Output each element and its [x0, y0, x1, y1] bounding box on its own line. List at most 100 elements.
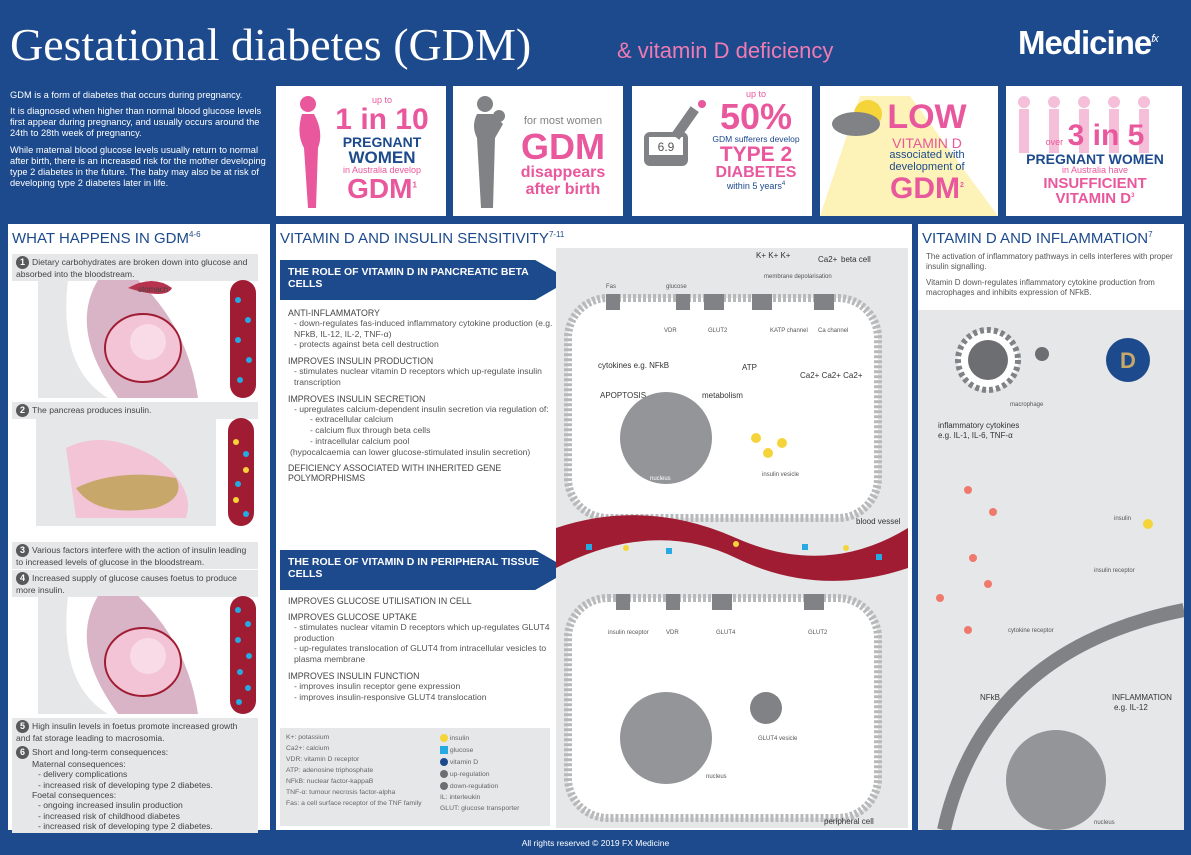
logo-text: Medicine	[1018, 24, 1152, 61]
section-title: VITAMIN D AND INSULIN SENSITIVITY	[280, 230, 549, 247]
down-regulation-icon	[440, 782, 448, 790]
maternal-item: - delivery complications	[38, 769, 128, 780]
glossary-item: up-regulation	[449, 770, 490, 778]
beta-cell-label: beta cell	[841, 255, 871, 264]
role-item: - improves insulin-responsive GLUT4 tran…	[294, 691, 487, 702]
stat-card-insufficient: over 3 in 5 PREGNANT WOMEN in Australia …	[1006, 86, 1182, 216]
role-heading: IMPROVES GLUCOSE UTILISATION IN CELL	[288, 596, 472, 606]
glut2-label: GLUT2	[708, 328, 728, 334]
foetal-item: - ongoing increased insulin production	[38, 800, 183, 811]
stat-ref: 3	[1131, 193, 1135, 200]
glossary-item: VDR: vitamin D receptor	[286, 756, 360, 763]
stat-big: 50%	[719, 96, 793, 137]
role-heading: IMPROVES GLUCOSE UPTAKE	[288, 612, 417, 622]
macrophage-label: macrophage	[1010, 402, 1044, 408]
stat-pre: for most women	[523, 115, 603, 127]
down-regulation-icon	[1035, 347, 1049, 361]
vitamin-d-swatch-icon	[440, 758, 448, 766]
stat-line: within 5 years	[726, 180, 782, 191]
cytokines-eg-label: e.g. IL-1, IL-6, TNF-α	[938, 431, 1013, 440]
pregnant-woman-icon	[299, 96, 321, 208]
role-item: - stimulates nuclear vitamin D receptors…	[294, 622, 550, 643]
step-text: High insulin levels in foetus promote in…	[16, 721, 238, 743]
footer: All rights reserved © 2019 FX Medicine	[521, 838, 670, 848]
stat-card-type2: 6.9 up to 50% GDM sufferers develop TYPE…	[632, 86, 812, 216]
inflammation-para: Vitamin D down-regulates inflammatory cy…	[926, 278, 1155, 297]
stat-line: WOMEN	[348, 148, 416, 167]
stat-ref: 2	[960, 182, 964, 190]
ca-out-label: Ca2+	[818, 255, 838, 264]
maternal-heading: Maternal consequences:	[32, 759, 126, 769]
sun-cloud-icon	[820, 96, 998, 216]
glucose-meter-icon: 6.9	[644, 100, 706, 166]
fx-medicine-logo: Medicinefx	[1018, 24, 1159, 62]
inflammation-eg-label: e.g. IL-12	[1114, 703, 1148, 712]
insulin-sensitivity-panel: VITAMIN D AND INSULIN SENSITIVITY7-11 TH…	[276, 224, 912, 830]
role-heading: IMPROVES INSULIN SECRETION	[288, 393, 426, 404]
stat-line: disappears	[520, 164, 606, 182]
cytokine-receptor-label: cytokine receptor	[1008, 628, 1054, 634]
stat-line: in Australia have	[1061, 165, 1129, 176]
section-title: VITAMIN D AND INFLAMMATION	[922, 230, 1149, 247]
inflammation-diagram: macrophage D inflammatory cytokines e.g.…	[918, 310, 1184, 830]
glossary-item: Fas: a cell surface receptor of the TNF …	[286, 800, 422, 807]
cell-diagram: beta cell Fas glucose VDR GLUT2 KATP cha…	[556, 248, 908, 828]
katp-label: KATP channel	[770, 328, 808, 334]
stat-line: PREGNANT	[342, 134, 422, 150]
glossary-item: TNF-α: tumour necrosis factor-alpha	[286, 789, 396, 796]
stat-line: TYPE 2	[719, 142, 793, 166]
section-ref: 4-6	[188, 230, 201, 239]
peripheral-cell-roles: IMPROVES GLUCOSE UTILISATION IN CELL IMP…	[288, 590, 558, 702]
cytokines-label: inflammatory cytokines	[938, 421, 1019, 430]
blood-vessel-label: blood vessel	[856, 517, 901, 526]
metabolism-label: metabolism	[702, 391, 743, 400]
pregnant-women-row-icon	[1018, 96, 1150, 153]
stat-big: 3 in 5	[1067, 119, 1145, 152]
step-number: 6	[16, 746, 29, 759]
intro-paragraph: While maternal blood glucose levels usua…	[10, 144, 266, 189]
glut2b-label: GLUT2	[808, 630, 828, 636]
glucose-label: glucose	[666, 284, 687, 290]
glossary-item: NFkB: nuclear factor-kappaB	[286, 778, 374, 785]
stomach-illustration: stomach	[38, 280, 256, 398]
ca-channel-label: Ca channel	[818, 328, 848, 334]
nucleus-label: nucleus	[650, 476, 671, 482]
stat-line: DIABETES	[715, 163, 797, 181]
stat-ref: 1	[412, 180, 417, 190]
insulin-swatch-icon	[440, 734, 448, 742]
step-number: 4	[16, 572, 29, 585]
insulin-label: insulin	[1114, 516, 1131, 522]
stat-line: development of	[889, 160, 965, 173]
glossary-item: GLUT: glucose transporter	[440, 805, 520, 812]
role-item: - down-regulates fas-induced inflammator…	[294, 318, 553, 339]
step-text: Various factors interfere with the actio…	[16, 545, 247, 567]
section-title: WHAT HAPPENS IN GDM	[12, 230, 189, 247]
nfkb-label: NFkB	[980, 693, 1000, 702]
stat-gdm: GDM	[890, 172, 961, 206]
role-item: - upregulates calcium-dependent insulin …	[294, 403, 549, 414]
role-item: - extracellular calcium	[310, 414, 394, 425]
glut4-vesicle-label: GLUT4 vesicle	[758, 736, 798, 742]
stat-line: in Australia develop	[342, 165, 422, 175]
intro-text: GDM is a form of diabetes that occurs du…	[10, 90, 270, 194]
meter-reading: 6.9	[658, 140, 675, 154]
stat-big: LOW	[887, 98, 967, 136]
inflammation-label: INFLAMMATION	[1112, 693, 1172, 702]
pancreas-illustration	[36, 418, 254, 526]
membrane-label: membrane depolarisation	[764, 274, 832, 280]
stat-card-low-vitd: LOW VITAMIN D associated with developmen…	[820, 86, 998, 216]
foetus-illustration	[38, 596, 256, 714]
insulin-receptor-label: insulin receptor	[1094, 568, 1135, 574]
stat-big: GDM	[521, 125, 605, 167]
stat-line: after birth	[525, 181, 601, 199]
ca-in-label: Ca2+ Ca2+ Ca2+	[800, 371, 863, 380]
inflammation-para: The activation of inflammatory pathways …	[926, 252, 1173, 271]
role-heading: DEFICIENCY ASSOCIATED WITH INHERITED GEN…	[288, 463, 502, 484]
vdr-label: VDR	[664, 328, 677, 334]
